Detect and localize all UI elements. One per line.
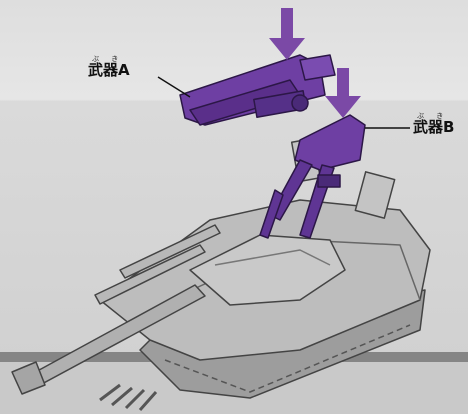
weapon-b-text: 武器B	[413, 118, 455, 136]
weapon-a-leader-line	[157, 76, 191, 98]
weapon-a-ruby: ぶ き	[92, 55, 124, 63]
weapon-b-part	[259, 114, 366, 239]
down-arrow-icon	[325, 68, 361, 118]
tank-illustration	[11, 137, 431, 411]
weapon-b-label: ぶ き 武器B	[413, 112, 454, 135]
weapon-a-text: 武器A	[88, 61, 130, 79]
weapon-a-label: ぶ き 武器A	[88, 55, 130, 78]
weapon-a-part	[179, 54, 336, 126]
weapon-b-ruby: ぶ き	[417, 112, 449, 120]
down-arrow-icon	[269, 8, 305, 60]
